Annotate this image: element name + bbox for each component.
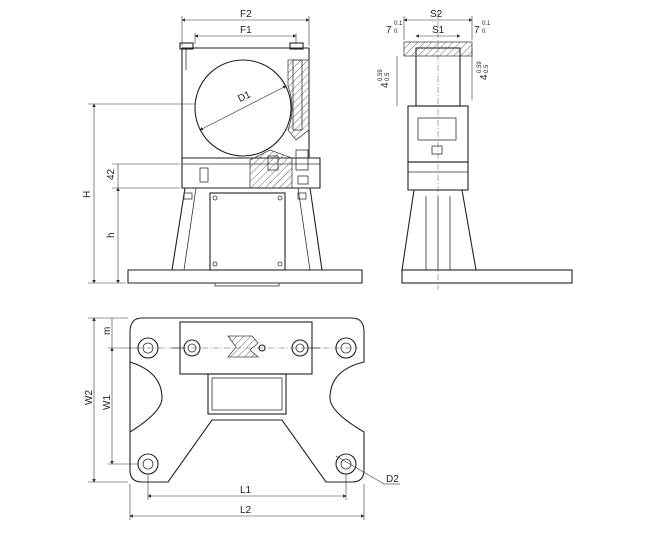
label-D1: D1 — [236, 89, 253, 105]
fastener-2 — [267, 155, 279, 171]
nut-left — [183, 192, 193, 200]
leader-D2 — [335, 455, 385, 485]
dim-D1 — [199, 85, 287, 131]
label-H: H — [82, 191, 93, 198]
label-F2: F2 — [240, 9, 252, 20]
label-m: m — [102, 327, 113, 335]
tol-right-sup: 0.1 — [482, 21, 491, 27]
bolt-head-left — [179, 42, 194, 50]
plate-screw-br — [277, 261, 283, 267]
label-L2: L2 — [240, 505, 252, 516]
hole-bl — [137, 453, 159, 475]
fastener-1 — [199, 167, 209, 183]
plate-screw-tl — [212, 195, 218, 201]
pedestal-inner — [211, 377, 283, 411]
side-view: S2 S1 7 0.1 0 7 0.1 0 4 0.59 0.5 4 0.59 … — [378, 9, 573, 290]
nut-right — [297, 192, 307, 200]
tool-symbol — [227, 335, 260, 358]
side-screw — [431, 145, 443, 155]
top-view: m W1 W2 L1 L2 D2 — [84, 317, 400, 520]
bolt-head-right — [289, 42, 304, 50]
side-foot — [401, 269, 573, 284]
side-b-main: 4 — [479, 74, 490, 80]
front-plate — [209, 192, 286, 271]
label-L1: L1 — [240, 485, 252, 496]
pedestal-inner-right — [297, 187, 311, 271]
label-W1: W1 — [102, 395, 113, 410]
side-a-sup: 0.59 — [378, 69, 384, 81]
tol-left-sub: 0 — [394, 29, 398, 35]
base-plate-outline — [129, 317, 365, 483]
tol-left-main: 7 — [386, 25, 392, 36]
pedestal-top — [207, 373, 287, 415]
fastener-4 — [297, 175, 309, 185]
label-W2: W2 — [84, 390, 95, 405]
side-a-main: 4 — [380, 82, 391, 88]
section-hatch-lower — [249, 149, 293, 189]
side-a-sub: 0.5 — [385, 72, 391, 81]
label-h: h — [106, 232, 117, 238]
label-F1: F1 — [240, 25, 252, 36]
label-S2: S2 — [430, 9, 443, 20]
fastener-3 — [295, 149, 309, 171]
plate-screw-bl — [212, 261, 218, 267]
base-left-notch — [129, 361, 163, 433]
side-b-sup: 0.59 — [477, 61, 483, 73]
section-hatch-upper — [287, 59, 310, 141]
hole-br — [335, 453, 357, 475]
side-b-sub: 0.5 — [484, 64, 490, 73]
side-pedestal — [401, 189, 477, 271]
side-window — [417, 117, 457, 141]
pedestal-inner-left — [183, 187, 197, 271]
label-42: 42 — [106, 168, 117, 180]
foot-slot — [214, 282, 280, 287]
foot-base — [127, 269, 363, 284]
bore-circle — [194, 59, 292, 157]
tol-right-main: 7 — [474, 25, 480, 36]
label-S1: S1 — [432, 25, 445, 36]
front-view: F2 F1 D1 H h 42 — [82, 9, 363, 287]
clamp-bolt-right — [292, 59, 303, 131]
label-D2: D2 — [386, 474, 399, 485]
tol-right-sub: 0 — [482, 29, 486, 35]
tol-left-sup: 0.1 — [394, 21, 403, 27]
plate-screw-tr — [277, 195, 283, 201]
